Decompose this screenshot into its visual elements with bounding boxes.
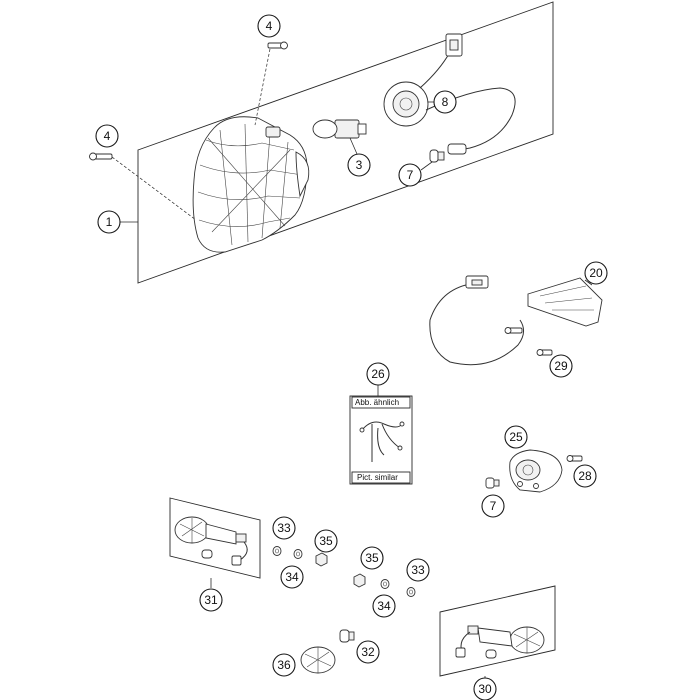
callout-25-label: 25	[509, 430, 523, 444]
callout-7-bottom: 7	[481, 494, 505, 518]
callout-30-label: 30	[478, 682, 492, 696]
callout-36-label: 36	[277, 658, 291, 672]
callout-35-right-label: 35	[365, 551, 379, 565]
nut-35-right	[353, 573, 366, 588]
callout-34-right-label: 34	[377, 599, 391, 613]
screw-28	[566, 455, 583, 462]
callout-29: 29	[549, 354, 573, 378]
callout-7-top-label: 7	[407, 168, 414, 182]
callout-20-label: 20	[589, 266, 603, 280]
turn-signal-left-frame	[169, 497, 261, 588]
screw-29	[536, 349, 553, 356]
screw-left	[89, 152, 197, 221]
callout-33-right-label: 33	[411, 563, 425, 577]
turn-signal-right	[455, 625, 545, 659]
callout-7-top: 7	[398, 163, 422, 187]
callout-35-left-label: 35	[319, 534, 333, 548]
note-label-english: Pict. similar	[357, 473, 398, 482]
callout-33-right: 33	[406, 558, 430, 582]
callout-26: 26	[366, 362, 390, 386]
turn-signal-left	[174, 516, 248, 566]
washer-34-right	[380, 579, 390, 589]
washer-33-left	[272, 546, 282, 556]
license-plate-light	[429, 275, 603, 366]
callout-34-right: 34	[372, 594, 396, 618]
callout-32: 32	[356, 640, 380, 664]
callout-35-left: 35	[314, 529, 338, 553]
washer-34-left	[293, 549, 303, 559]
bulb-32	[339, 629, 355, 643]
note-label-german: Abb. ähnlich	[355, 398, 399, 407]
callout-4-top: 4	[257, 14, 281, 38]
small-bulb-top	[420, 149, 445, 171]
callout-36: 36	[272, 653, 296, 677]
headlight-bulb	[312, 119, 367, 155]
callout-34-left: 34	[280, 565, 304, 589]
callout-34-left-label: 34	[285, 570, 299, 584]
callout-28-label: 28	[578, 469, 592, 483]
bulb-socket	[383, 33, 516, 155]
callout-8: 8	[433, 90, 457, 114]
headlight-assembly-frame	[120, 1, 554, 284]
callout-8-label: 8	[442, 95, 449, 109]
callout-26-label: 26	[371, 367, 385, 381]
tail-light	[509, 449, 563, 493]
callout-1: 1	[97, 210, 121, 234]
callout-4-left: 4	[95, 124, 119, 148]
callout-4-left-label: 4	[104, 129, 111, 143]
callout-28: 28	[573, 464, 597, 488]
callout-31: 31	[199, 588, 223, 612]
callout-25: 25	[504, 425, 528, 449]
callout-33-left-label: 33	[277, 521, 291, 535]
callout-3-label: 3	[356, 158, 363, 172]
screw-top	[254, 41, 288, 126]
headlight-housing	[192, 116, 310, 253]
callout-32-label: 32	[361, 645, 375, 659]
turn-signal-lens	[300, 646, 336, 674]
nut-35-left	[315, 552, 328, 567]
callout-3: 3	[347, 153, 371, 177]
callout-7-bottom-label: 7	[490, 499, 497, 513]
small-bulb-bottom	[485, 477, 500, 489]
callout-29-label: 29	[554, 359, 568, 373]
callout-4-top-label: 4	[266, 19, 273, 33]
wiring-harness-box	[349, 385, 413, 485]
callout-31-label: 31	[204, 593, 218, 607]
callout-20: 20	[584, 261, 608, 285]
callout-1-label: 1	[106, 215, 113, 229]
callout-35-right: 35	[360, 546, 384, 570]
callout-33-left: 33	[272, 516, 296, 540]
callout-30: 30	[473, 677, 497, 700]
washer-33-right	[406, 587, 416, 597]
